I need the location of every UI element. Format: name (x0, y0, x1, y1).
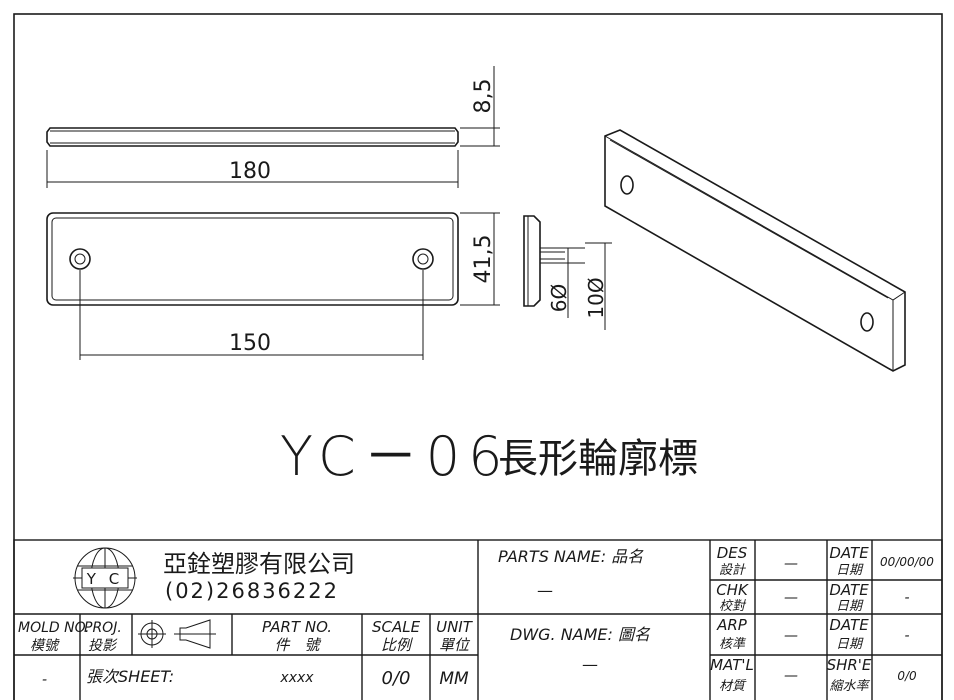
date3-label-en: DATE (829, 616, 869, 634)
chk-label-zh: 校對 (719, 599, 747, 614)
scale-label-zh: 比例 (381, 636, 413, 654)
drawing-frame (13, 13, 943, 700)
isometric-view (604, 129, 906, 372)
mold-no-value: - (42, 672, 47, 688)
company-name: 亞銓塑膠有限公司 (163, 550, 355, 578)
date3-value: - (904, 628, 909, 644)
chk-value: — (784, 590, 798, 606)
des-label-en: DES (717, 544, 748, 562)
parts-name-label: PARTS NAME: 品名 (498, 547, 644, 566)
arp-label-en: ARP (716, 616, 748, 634)
unit-value: MM (439, 669, 469, 689)
arp-value: — (784, 628, 798, 644)
dim-outer-diameter: 10Ø (584, 277, 608, 318)
dim-hole-spacing: 150 (229, 331, 271, 356)
part-no-label-en: PART NO. (262, 618, 332, 636)
date3-label-zh: 日期 (836, 637, 864, 652)
mold-no-label-en: MOLD NO. (18, 620, 90, 636)
scale-label-en: SCALE (372, 618, 421, 636)
dim-inner-diameter: 6Ø (547, 284, 571, 312)
shr-value: 0/0 (897, 669, 917, 683)
matl-label-en: MAT'L (710, 656, 754, 674)
projection-symbol-icon (138, 619, 216, 649)
company-phone: (02)26836222 (165, 579, 339, 603)
title-block (13, 539, 943, 700)
date1-label-en: DATE (829, 544, 869, 562)
parts-name-value: — (537, 581, 553, 600)
proj-label-zh: 投影 (88, 638, 118, 654)
arp-label-zh: 核準 (719, 637, 747, 652)
matl-value: — (784, 668, 798, 684)
sheet-label: 張次SHEET: (86, 667, 174, 686)
mold-no-label-zh: 模號 (30, 638, 60, 654)
shr-label-zh: 縮水率 (829, 678, 870, 694)
shr-label-en: SHR'E (827, 656, 872, 674)
drawing-title-code: YC－06 (280, 425, 510, 488)
front-view: 41,5 150 (46, 212, 500, 360)
date2-label-zh: 日期 (836, 599, 864, 614)
date2-label-en: DATE (829, 581, 869, 599)
drawing-title-name: 長形輪廓標 (498, 436, 698, 482)
end-section-view: 6Ø 10Ø (523, 215, 612, 330)
dim-length: 180 (229, 159, 271, 184)
unit-label-en: UNIT (436, 618, 474, 636)
chk-label-en: CHK (716, 581, 749, 599)
proj-label-en: PROJ. (84, 620, 122, 636)
matl-label-zh: 材質 (719, 679, 747, 694)
logo-text: Y C (86, 570, 123, 588)
date2-value: - (904, 590, 909, 606)
company-logo: Y C (73, 547, 137, 609)
des-value: — (784, 556, 798, 572)
side-profile-view: 8,5 180 (46, 66, 500, 188)
dwg-name-label: DWG. NAME: 圖名 (510, 625, 651, 644)
date1-label-zh: 日期 (836, 563, 864, 578)
part-no-value: xxxx (279, 670, 314, 686)
unit-label-zh: 單位 (439, 636, 471, 654)
scale-value: 0/0 (382, 668, 411, 689)
des-label-zh: 設計 (719, 563, 747, 578)
dwg-name-value: — (582, 655, 598, 674)
date1-value: 00/00/00 (880, 555, 934, 569)
dim-height: 41,5 (471, 235, 496, 284)
part-no-label-zh: 件 號 (274, 636, 321, 654)
dim-thickness: 8,5 (471, 79, 496, 114)
